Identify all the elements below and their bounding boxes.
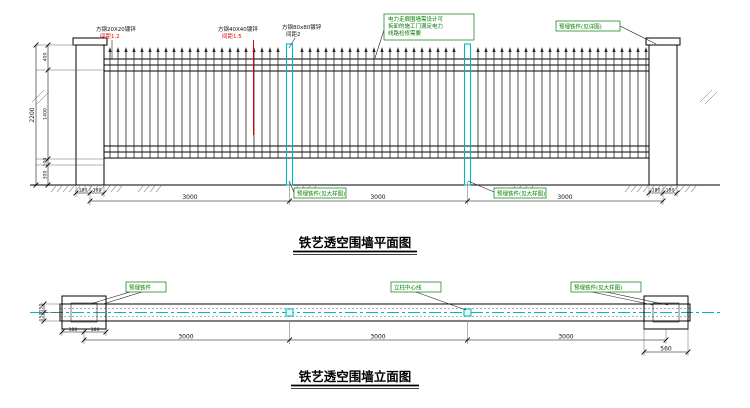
leader-elev-left-b bbox=[102, 291, 143, 305]
note-post80-line1: 方钢80x80镀锌 bbox=[282, 23, 322, 31]
note-embed-b2: 预埋铁件(见大样图) bbox=[497, 190, 545, 198]
plan-view: 方钢20X20镀锌 间距1.2 方钢40X40镀锌 间距1.5 方钢80x80镀… bbox=[29, 13, 720, 255]
fence-rails bbox=[104, 58, 649, 159]
dim-total-height: 2200 bbox=[29, 107, 36, 122]
right-masonry-column bbox=[645, 37, 681, 186]
embed-b1-box bbox=[293, 187, 347, 199]
leader-post80 bbox=[288, 37, 296, 49]
embed-right-box bbox=[555, 20, 621, 32]
dim-seg-400: 400 bbox=[43, 53, 49, 62]
dim-seg-100: 100 bbox=[43, 158, 49, 167]
elev-left-column-core bbox=[70, 302, 98, 323]
dim-bay-1: 3000 bbox=[182, 194, 197, 201]
note-rail20-line2: 间距1.2 bbox=[100, 32, 120, 40]
dim-elev-180-a: 180 bbox=[69, 327, 78, 333]
dim-col-560: 560 bbox=[660, 346, 672, 353]
leader-elev-right-b bbox=[605, 291, 669, 306]
leader-elev-right-a bbox=[591, 291, 654, 306]
dim-half-1: 150 bbox=[39, 304, 45, 313]
leader-elev-left-a bbox=[89, 291, 131, 305]
elev-post-1 bbox=[285, 308, 294, 317]
elev-title: 铁艺透空围墙立面图 bbox=[299, 369, 412, 384]
elev-note-left: 预埋铁件 bbox=[129, 284, 152, 292]
elevation-view: 预埋铁件 立柱中心线 预埋铁件(见大样图) 150 150 3000 3000 … bbox=[30, 281, 720, 389]
note-rail40-line1: 方钢40X40镀锌 bbox=[218, 25, 258, 33]
dim-col-180-a: 180 bbox=[79, 188, 88, 194]
dim-seg-300: 300 bbox=[43, 171, 49, 180]
dim-col-180-b: 180 bbox=[93, 188, 102, 194]
notice-box bbox=[383, 13, 475, 41]
leader-notice bbox=[374, 29, 385, 59]
notice-line3: 线路检修需要 bbox=[388, 29, 422, 37]
note-embed-right: 预埋铁件(见详图) bbox=[559, 23, 602, 31]
notice-line2: 拆卸的施工门满足电力 bbox=[388, 22, 443, 30]
notice-line1: 电力走廊围墙需设计可 bbox=[388, 15, 444, 23]
dim-seg-1400: 1400 bbox=[43, 108, 49, 120]
dim-elev-bay-2: 3000 bbox=[370, 334, 385, 341]
left-masonry-column bbox=[72, 37, 108, 186]
elev-note-right: 预埋铁件(见大样图) bbox=[574, 284, 622, 292]
elev-note-center-box bbox=[390, 281, 442, 293]
elev-right-column-core bbox=[652, 302, 680, 323]
embed-b2-box bbox=[493, 187, 547, 199]
elev-note-center: 立柱中心线 bbox=[394, 284, 422, 292]
dim-bay-3: 3000 bbox=[557, 194, 572, 201]
dim-col-180-c: 180 bbox=[652, 188, 661, 194]
elev-note-left-box bbox=[125, 281, 167, 293]
note-rail40-line2: 间距1.5 bbox=[222, 32, 242, 40]
note-rail20-line1: 方钢20X20镀锌 bbox=[96, 25, 136, 33]
dim-elev-bay-3: 3000 bbox=[558, 334, 573, 341]
leader-embed-b1 bbox=[288, 180, 295, 193]
plan-title: 铁艺透空围墙平面图 bbox=[299, 235, 412, 250]
elev-post-2 bbox=[463, 308, 472, 317]
dim-col-180-d: 180 bbox=[666, 188, 675, 194]
dim-bay-2: 3000 bbox=[370, 194, 385, 201]
dimension-ticks bbox=[33, 42, 691, 355]
note-post80-line2: 间距2 bbox=[286, 30, 301, 38]
leader-embed-b2 bbox=[467, 180, 495, 193]
ground-hatch bbox=[50, 185, 697, 193]
leader-embed-right bbox=[619, 25, 657, 45]
dim-elev-bay-1: 3000 bbox=[178, 334, 193, 341]
note-embed-b1: 预埋铁件(见大样图) bbox=[297, 190, 345, 198]
fence-pickets bbox=[108, 47, 648, 158]
right-column-body bbox=[648, 44, 678, 186]
leader-elev-center bbox=[415, 291, 467, 311]
left-column-body bbox=[75, 44, 105, 186]
dim-half-2: 150 bbox=[39, 313, 45, 322]
elev-note-right-box bbox=[570, 281, 642, 293]
dim-elev-180-b: 180 bbox=[91, 327, 100, 333]
